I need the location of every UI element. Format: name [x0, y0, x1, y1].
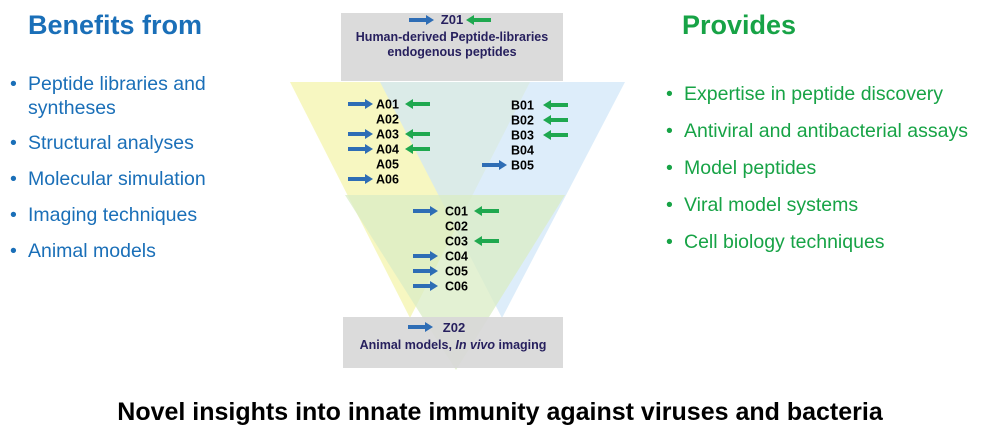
- incoming-arrow-a03: [348, 129, 373, 139]
- outgoing-arrow-c01: [474, 206, 499, 216]
- incoming-arrow-c06: [413, 281, 438, 291]
- project-label-c05: C05: [445, 265, 468, 279]
- project-label-b02: B02: [511, 114, 534, 128]
- outgoing-arrow-b02: [543, 115, 568, 125]
- incoming-arrow-z02: [408, 322, 433, 332]
- incoming-arrow-a01: [348, 99, 373, 109]
- project-label-c06: C06: [445, 280, 468, 294]
- project-label-c01: C01: [445, 205, 468, 219]
- benefits-item: Animal models: [10, 239, 250, 263]
- triangle-group-c: [345, 195, 565, 370]
- incoming-arrow-z01: [409, 15, 434, 25]
- project-label-a05: A05: [376, 158, 399, 172]
- provides-item: Model peptides: [666, 156, 996, 180]
- incoming-arrow-c04: [413, 251, 438, 261]
- project-label-a04: A04: [376, 143, 399, 157]
- provides-title: Provides: [682, 10, 797, 40]
- z01-label: Z01: [441, 12, 463, 27]
- benefits-item: Imaging techniques: [10, 203, 250, 227]
- bottom-box-text-italic: In vivo: [455, 338, 495, 352]
- project-label-c04: C04: [445, 250, 468, 264]
- incoming-arrow-a06: [348, 174, 373, 184]
- incoming-arrow-b05: [482, 160, 507, 170]
- provides-item: Antiviral and antibacterial assays: [666, 119, 996, 143]
- project-label-b05: B05: [511, 159, 534, 173]
- project-label-a06: A06: [376, 173, 399, 187]
- provides-item: Expertise in peptide discovery: [666, 82, 996, 106]
- bottom-box-text: Animal models, In vivo imaging: [360, 338, 547, 352]
- benefits-list: Peptide libraries and syntheses Structur…: [10, 72, 250, 275]
- outgoing-arrow-a03: [405, 129, 430, 139]
- provides-list: Expertise in peptide discovery Antiviral…: [666, 82, 996, 267]
- benefits-item: Peptide libraries and syntheses: [10, 72, 250, 120]
- outgoing-arrow-b01: [543, 100, 568, 110]
- project-label-a03: A03: [376, 128, 399, 142]
- outgoing-arrow-c03: [474, 236, 499, 246]
- project-label-a01: A01: [376, 98, 399, 112]
- z02-label: Z02: [443, 320, 465, 335]
- benefits-item: Molecular simulation: [10, 167, 250, 191]
- benefits-title: Benefits from: [28, 10, 203, 40]
- provides-item: Viral model systems: [666, 193, 996, 217]
- project-label-b03: B03: [511, 129, 534, 143]
- outgoing-arrow-b03: [543, 130, 568, 140]
- footer-statement: Novel insights into innate immunity agai…: [117, 398, 883, 426]
- incoming-arrow-a04: [348, 144, 373, 154]
- project-label-b01: B01: [511, 99, 534, 113]
- bottom-box-text-end: imaging: [495, 338, 546, 352]
- project-label-c03: C03: [445, 235, 468, 249]
- project-label-c02: C02: [445, 220, 468, 234]
- benefits-item: Structural analyses: [10, 131, 250, 155]
- bottom-box: [343, 317, 563, 368]
- project-rows: A01A02A03A04A05A06B01B02B03B04B05C01C02C…: [348, 15, 568, 332]
- outgoing-arrow-a04: [405, 144, 430, 154]
- incoming-arrow-c05: [413, 266, 438, 276]
- top-box: [341, 13, 563, 81]
- incoming-arrow-c01: [413, 206, 438, 216]
- outgoing-arrow-z01: [466, 15, 491, 25]
- project-label-a02: A02: [376, 113, 399, 127]
- outgoing-arrow-a01: [405, 99, 430, 109]
- project-label-b04: B04: [511, 144, 534, 158]
- bottom-box-text-start: Animal models,: [360, 338, 456, 352]
- provides-item: Cell biology techniques: [666, 230, 996, 254]
- top-box-line1: Human-derived Peptide-libraries: [356, 30, 548, 44]
- top-box-line2: endogenous peptides: [387, 45, 516, 59]
